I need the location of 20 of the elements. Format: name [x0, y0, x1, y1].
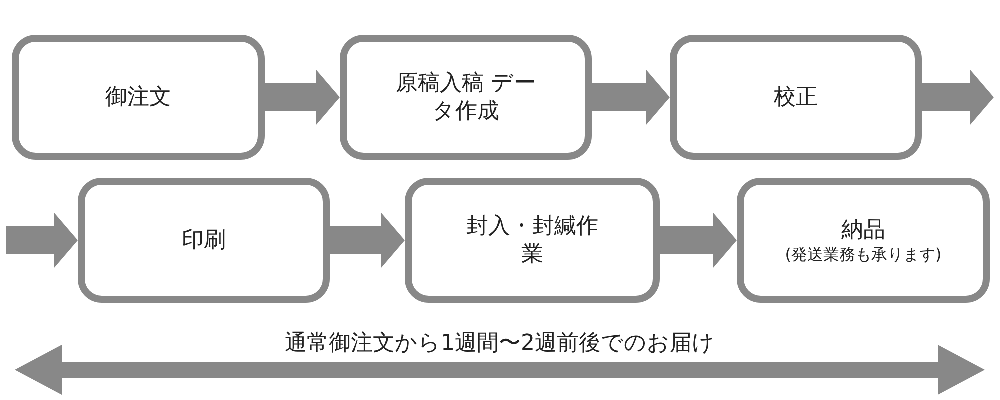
step-label: 封入・封緘作業	[466, 213, 600, 268]
block-arrow	[330, 212, 405, 268]
step-label: 校正	[774, 84, 818, 112]
block-arrow	[592, 70, 670, 126]
step-label: 原稿入稿 データ作成	[395, 70, 537, 125]
duration-label: 通常御注文から1週間〜2週前後でのお届け	[285, 331, 715, 356]
block-arrow	[660, 212, 737, 268]
block-arrow	[922, 70, 994, 126]
step-label: 納品	[842, 217, 886, 245]
block-arrow	[6, 212, 78, 268]
step-label: 御注文	[106, 84, 172, 112]
step-label: 印刷	[182, 226, 226, 254]
process-box	[340, 35, 592, 160]
process-box	[12, 35, 265, 160]
step-note: (発送業務も承ります)	[785, 244, 942, 264]
process-box	[670, 35, 922, 160]
process-box	[78, 178, 330, 303]
block-arrow	[265, 70, 340, 126]
process-box	[737, 178, 990, 303]
process-box	[405, 178, 660, 303]
